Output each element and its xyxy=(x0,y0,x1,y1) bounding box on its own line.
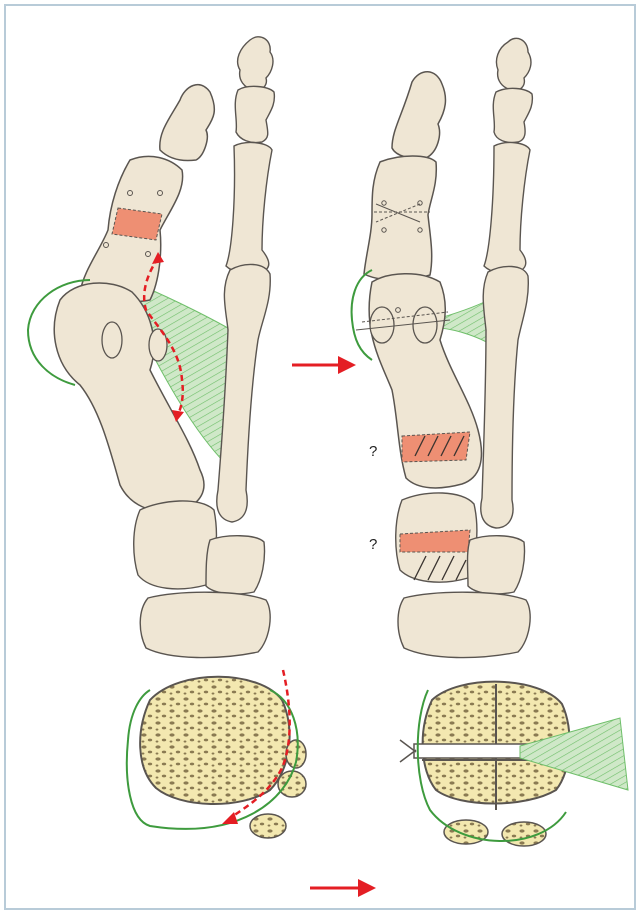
distal-wedge-right xyxy=(400,530,470,552)
cross-section-after xyxy=(400,682,628,846)
hallux-distal-phalanx-left xyxy=(160,85,215,161)
intermediate-cuneiform-right xyxy=(468,536,525,594)
hallux-proximal-phalanx-right xyxy=(364,156,436,280)
transition-arrow-top xyxy=(292,356,356,374)
sesamoid-section-right-1 xyxy=(444,820,488,844)
right-foot-after xyxy=(352,38,533,657)
cross-section-before xyxy=(127,670,306,838)
second-toe-distal-right xyxy=(496,38,531,90)
sesamoid-section-left-1 xyxy=(250,814,286,838)
second-toe-middle-right xyxy=(493,88,532,142)
second-metatarsal-left xyxy=(217,264,270,522)
bone-cortex-section-left xyxy=(140,677,289,804)
navicular-right xyxy=(398,592,530,657)
navicular-left xyxy=(140,592,270,657)
transition-arrow-bottom xyxy=(310,879,376,897)
left-foot-before xyxy=(28,37,274,658)
sesamoid-left-1 xyxy=(102,322,122,358)
second-toe-proximal-right xyxy=(484,143,530,274)
second-toe-distal-left xyxy=(238,37,273,91)
second-metatarsal-right xyxy=(481,266,529,528)
hallux-distal-phalanx-right xyxy=(392,72,445,159)
proximal-wedge-right xyxy=(402,432,470,462)
sesamoid-right-2 xyxy=(413,307,437,343)
tendon-tunnel-right xyxy=(414,744,534,758)
intermediate-cuneiform-left xyxy=(206,536,265,594)
second-toe-middle-left xyxy=(235,86,274,142)
question-mark-lower: ? xyxy=(369,536,377,553)
sesamoid-right-1 xyxy=(370,307,394,343)
resection-wedge-left xyxy=(112,208,162,240)
question-mark-upper: ? xyxy=(369,443,377,460)
medial-cuneiform-left xyxy=(134,501,217,589)
second-toe-proximal-left xyxy=(226,143,272,274)
